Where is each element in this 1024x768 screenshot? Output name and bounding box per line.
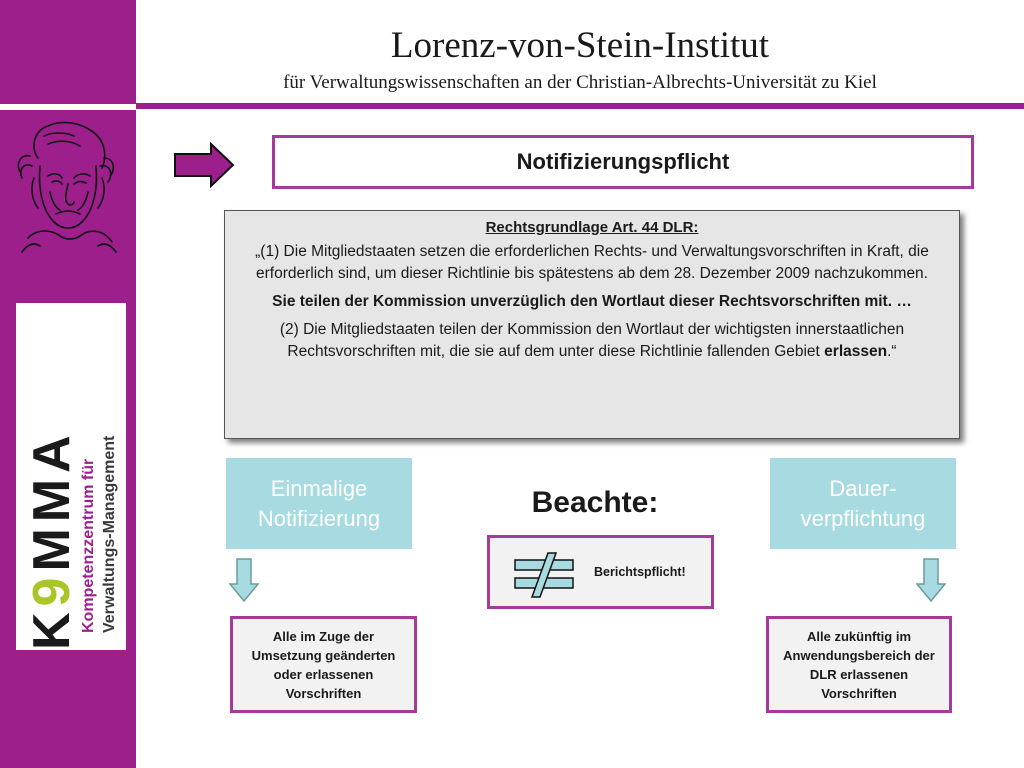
down-arrow-icon: [916, 558, 946, 602]
sidebar-separator: [0, 104, 136, 110]
reporting-duty-label: Berichtspflicht!: [594, 565, 686, 579]
down-arrow-icon: [229, 558, 259, 602]
logo-letter-nine: 9: [23, 571, 81, 607]
ongoing-obligation-box: Dauer-verpflichtung: [770, 458, 956, 549]
logo-text-line2: Verwaltungs-Management: [101, 435, 118, 633]
logo-text-line1: Kompetenzzentrum für: [80, 458, 97, 633]
note-heading: Beachte:: [531, 486, 659, 519]
changed-regulations-box: Alle im Zuge der Umsetzung geänderten od…: [230, 616, 417, 713]
reporting-duty-box: Berichtspflicht!: [487, 535, 714, 609]
portrait-sketch: [17, 121, 117, 253]
logo-letter-k: K: [23, 606, 81, 650]
komma-logo: K9MMA Kompetenzzentrum für Verwaltungs-M…: [16, 303, 126, 650]
institute-subtitle: für Verwaltungswissenschaften an der Chr…: [283, 72, 877, 93]
legal-paragraph-2: Sie teilen der Kommission unverzüglich d…: [272, 293, 912, 310]
logo-letters-mma: MMA: [23, 429, 81, 572]
header-divider: [136, 103, 1024, 109]
institute-title: Lorenz-von-Stein-Institut: [390, 25, 770, 66]
legal-basis-box: Rechtsgrundlage Art. 44 DLR: „(1) Die Mi…: [224, 210, 960, 439]
one-time-notification-box: Einmalige Notifizierung: [226, 458, 412, 549]
future-regulations-box: Alle zukünftig im Anwendungsbereich der …: [766, 616, 952, 713]
legal-heading: Rechtsgrundlage Art. 44 DLR:: [485, 219, 699, 236]
slide-title: Notifizierungspflicht: [272, 135, 974, 189]
right-arrow-icon: [174, 142, 235, 188]
not-equal-icon: [514, 552, 574, 598]
legal-paragraph-3: (2) Die Mitgliedstaaten teilen der Kommi…: [279, 321, 905, 360]
legal-paragraph-1: „(1) Die Mitgliedstaaten setzen die erfo…: [255, 243, 929, 282]
